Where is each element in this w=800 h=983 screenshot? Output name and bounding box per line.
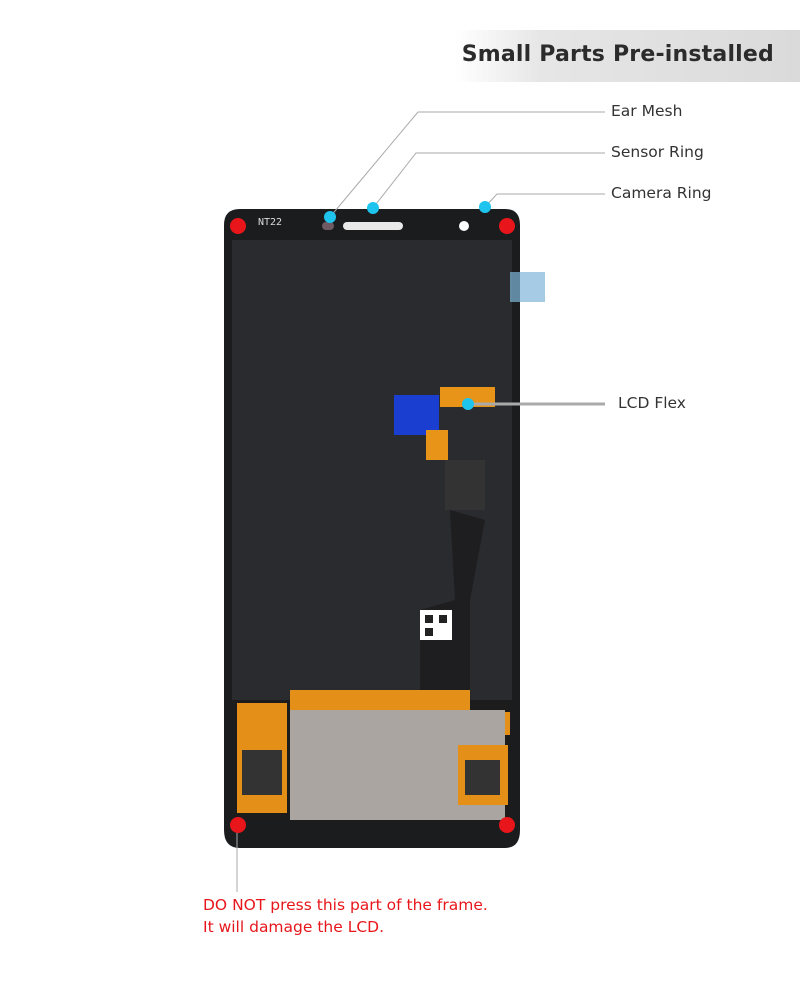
qr-label bbox=[420, 610, 452, 640]
blue-sticker bbox=[394, 395, 439, 435]
camera bbox=[459, 221, 469, 231]
lcd-flex-dot bbox=[462, 398, 474, 410]
title-banner: Small Parts Pre-installed bbox=[455, 30, 800, 82]
protective-tab bbox=[510, 272, 545, 302]
pressure-point-top-right bbox=[499, 218, 515, 234]
warning-line-2: It will damage the LCD. bbox=[203, 918, 385, 936]
sensor-ring-dot bbox=[367, 202, 379, 214]
pressure-point-bottom-right bbox=[499, 817, 515, 833]
camera-ring-dot bbox=[479, 201, 491, 213]
sensor bbox=[322, 222, 334, 230]
sensor-ring-label: Sensor Ring bbox=[611, 143, 704, 161]
pressure-point-top-left bbox=[230, 218, 246, 234]
pressure-point-bottom-left bbox=[230, 817, 246, 833]
model-print: NT22 bbox=[258, 217, 282, 228]
warning-note: DO NOT press this part of the frame. It … bbox=[203, 894, 488, 938]
ear-mesh-dot bbox=[324, 211, 336, 223]
camera-ring-label: Camera Ring bbox=[611, 184, 712, 202]
warning-line-1: DO NOT press this part of the frame. bbox=[203, 896, 488, 914]
ear-mesh-label: Ear Mesh bbox=[611, 102, 683, 120]
lcd-flex-label: LCD Flex bbox=[618, 394, 686, 412]
banner-title: Small Parts Pre-installed bbox=[461, 42, 774, 67]
ear-mesh bbox=[343, 222, 403, 230]
